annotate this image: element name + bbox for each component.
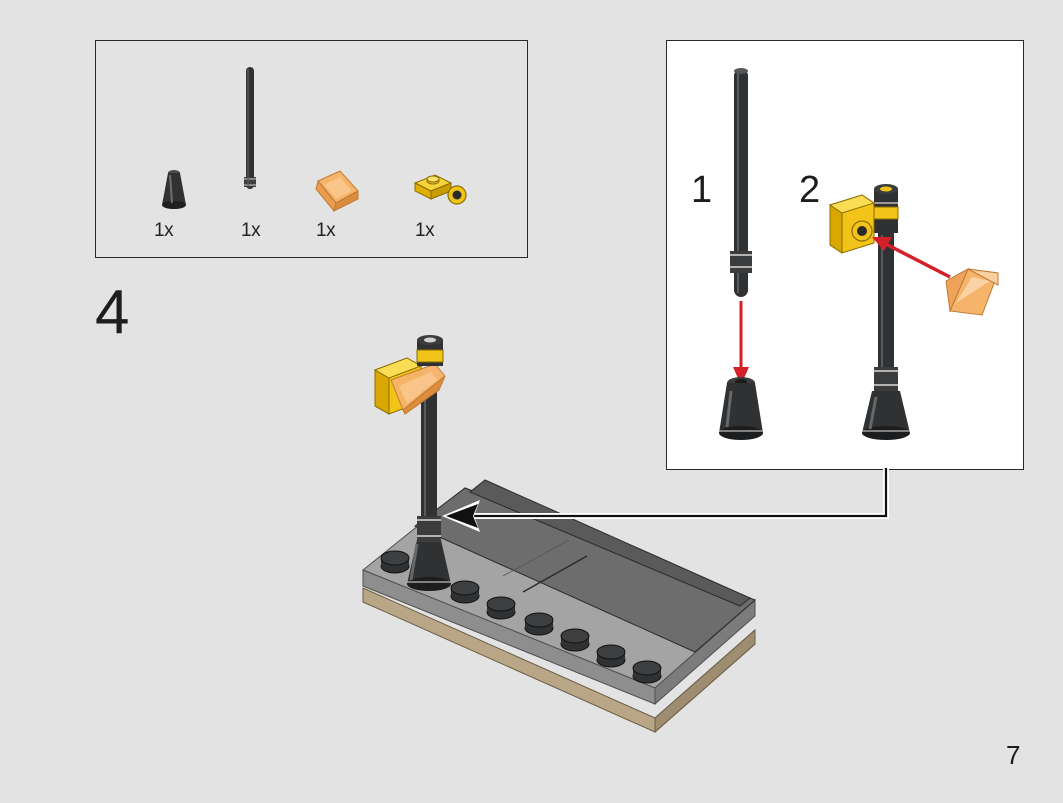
sub-assembly-callout: 1 2 [666,40,1024,470]
sub-step-1-illustration [719,68,763,440]
cone-piece-qty: 1x [154,220,174,241]
main-model-illustration [362,335,756,734]
callout-connector-arrow [442,468,889,532]
parts-list-panel: 1x 1x 1x 1x [95,40,528,258]
step-number: 4 [95,278,130,347]
sub-step-2-illustration [828,184,999,440]
sub-step-1-number: 1 [691,169,713,211]
trans-orange-slope-qty: 1x [316,220,336,241]
trans-orange-slope-icon [315,170,359,213]
cone-piece-icon [162,170,186,209]
bar-piece-qty: 1x [241,220,261,241]
yellow-clip-plate-qty: 1x [415,220,435,241]
page-number: 7 [1006,740,1021,770]
studs-row [380,550,662,684]
bar-piece-icon [244,67,256,189]
sub-step-2-number: 2 [799,169,821,211]
yellow-clip-plate-icon [413,174,467,205]
